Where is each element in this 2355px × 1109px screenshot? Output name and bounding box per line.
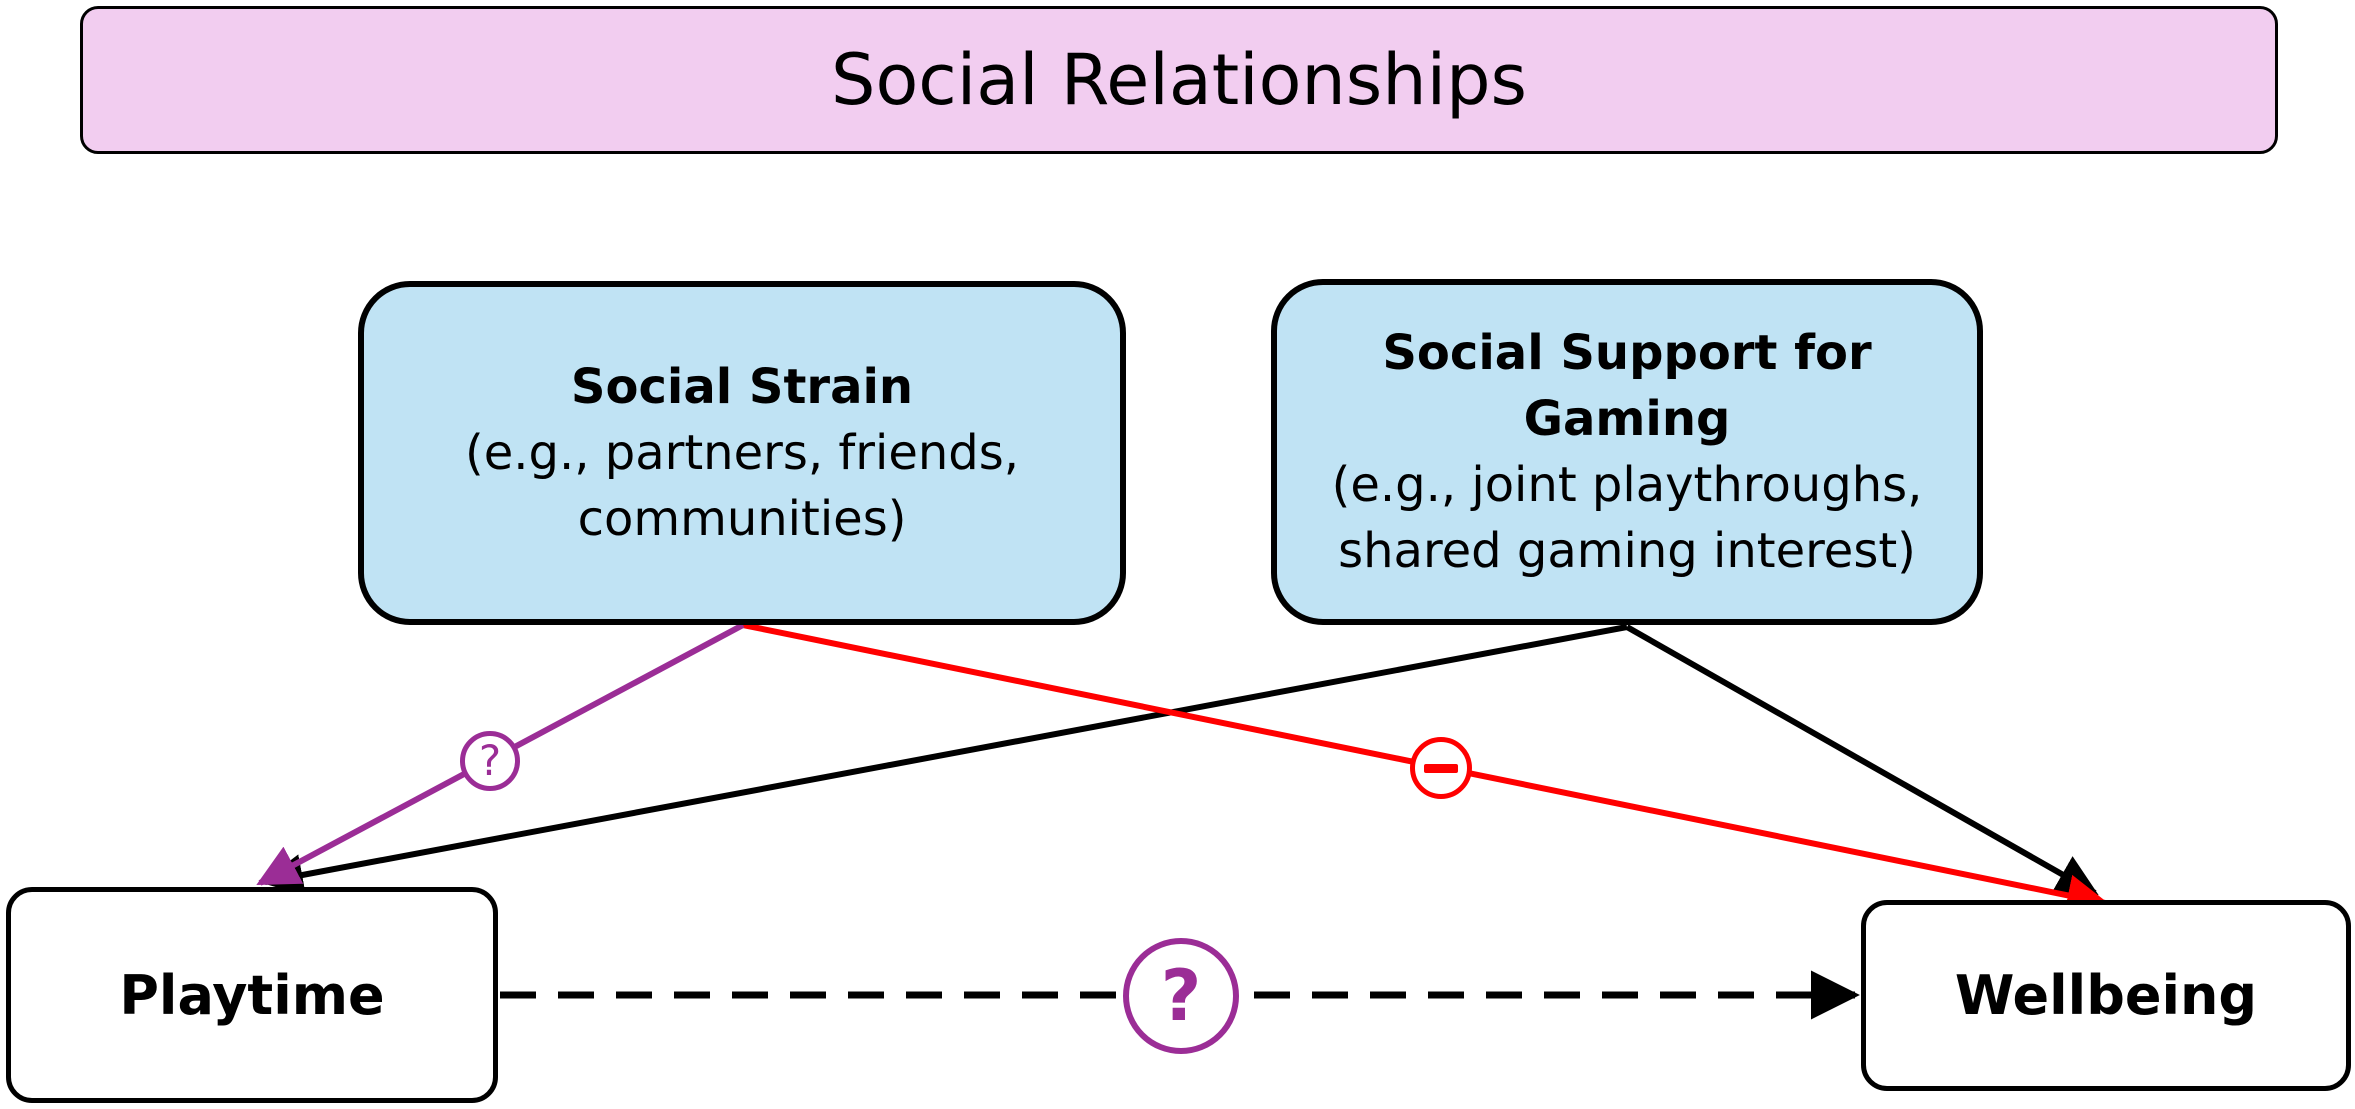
question-icon: ? [460, 731, 520, 791]
social-support-title: Social Support for Gaming [1382, 325, 1872, 447]
playtime-label: Playtime [119, 963, 385, 1027]
wellbeing-label: Wellbeing [1954, 964, 2258, 1027]
wellbeing-node: Wellbeing [1861, 900, 2351, 1091]
social-strain-title: Social Strain [570, 359, 914, 415]
playtime-wellbeing-badge-text: ? [1160, 955, 1202, 1037]
edge-support-to-wellbeing [1625, 624, 2099, 896]
social-support-node: Social Support for Gaming (e.g., joint p… [1271, 279, 1983, 625]
social-support-description: (e.g., joint playthroughs, shared gaming… [1331, 457, 1923, 579]
header-banner: Social Relationships [80, 6, 2278, 154]
social-strain-description: (e.g., partners, friends, communities) [464, 425, 1020, 547]
header-title: Social Relationships [831, 39, 1527, 121]
question-icon: ? [1123, 938, 1239, 1054]
strain-playtime-badge-text: ? [478, 736, 502, 785]
social-strain-node: Social Strain (e.g., partners, friends, … [358, 281, 1126, 625]
minus-bar [1424, 763, 1458, 773]
minus-icon [1410, 737, 1472, 799]
edge-support-to-playtime [260, 624, 1628, 896]
playtime-node: Playtime [6, 887, 498, 1103]
